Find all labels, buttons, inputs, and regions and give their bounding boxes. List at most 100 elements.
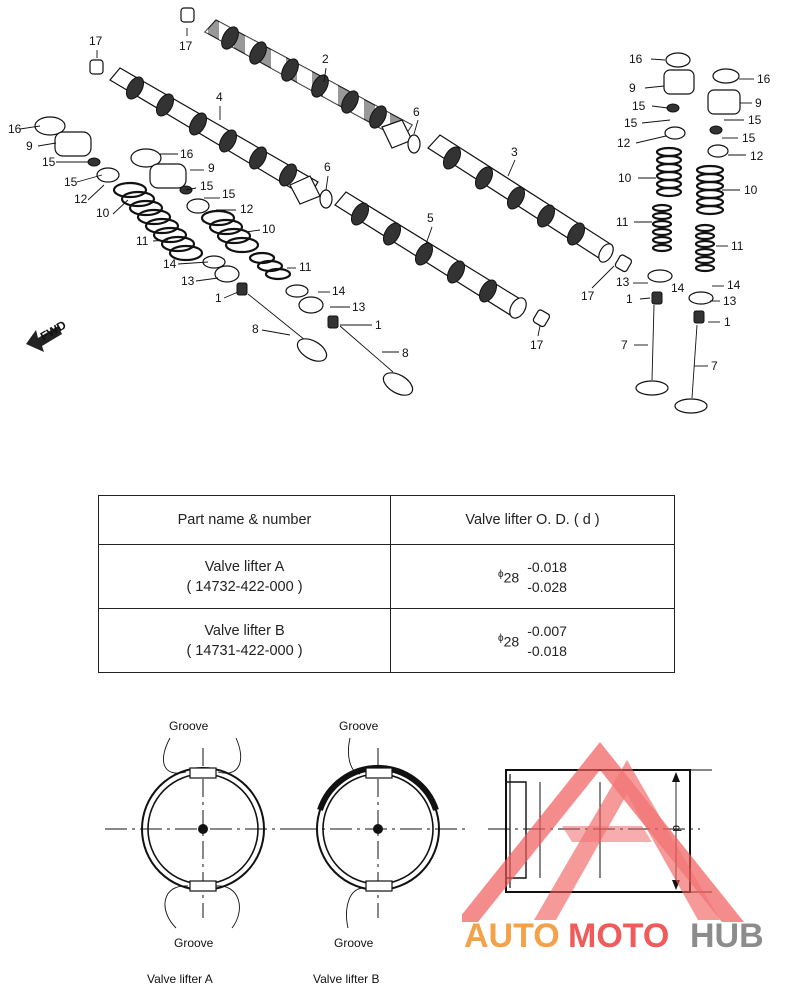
groove-label: Groove: [339, 719, 379, 733]
label-6: 6: [413, 105, 420, 119]
label-6: 6: [324, 160, 331, 174]
label-15: 15: [64, 175, 78, 189]
part-cell: Valve lifter B ( 14731-422-000 ): [98, 608, 391, 673]
dimension-d-label: d: [670, 825, 684, 832]
part-number: ( 14732-422-000 ): [186, 578, 303, 595]
label-3: 3: [511, 145, 518, 159]
part-cell: Valve lifter A ( 14732-422-000 ): [98, 544, 391, 609]
label-15: 15: [200, 179, 214, 193]
od-cell: ϕ28 -0.018 -0.028: [390, 544, 675, 609]
label-12: 12: [617, 136, 631, 150]
label-14: 14: [727, 278, 741, 292]
label-16: 16: [8, 122, 22, 136]
label-16: 16: [757, 72, 771, 86]
od-tolerance: -0.007 -0.018: [527, 621, 567, 661]
od-tolerance: -0.018 -0.028: [527, 557, 567, 597]
label-17: 17: [179, 39, 193, 53]
label-1: 1: [375, 318, 382, 332]
label-17: 17: [581, 289, 595, 303]
tolerance-lower: -0.018: [527, 642, 567, 659]
label-12: 12: [74, 192, 88, 206]
part-name: Valve lifter B: [204, 622, 285, 639]
label-15: 15: [624, 116, 638, 130]
label-16: 16: [180, 147, 194, 161]
label-15: 15: [632, 99, 646, 113]
label-17: 17: [89, 34, 103, 48]
label-11: 11: [616, 215, 629, 229]
label-11: 11: [136, 234, 149, 248]
groove-label: Groove: [334, 936, 374, 950]
od-cell: ϕ28 -0.007 -0.018: [390, 608, 675, 673]
label-16: 16: [629, 52, 643, 66]
camshaft-5: [334, 191, 527, 319]
watermark-logo: AUTO MOTO HUB: [462, 742, 764, 955]
label-2: 2: [322, 52, 329, 66]
table-row: Valve lifter B ( 14731-422-000 ) ϕ28 -0.…: [98, 608, 675, 673]
label-7: 7: [711, 359, 718, 373]
tolerance-lower: -0.028: [527, 578, 567, 595]
valve-train-left-lower: [130, 148, 414, 396]
label-10: 10: [618, 171, 632, 185]
label-1: 1: [215, 291, 222, 305]
camshaft-4: [109, 67, 321, 205]
label-9: 9: [755, 96, 762, 110]
header-lifter-od: Valve lifter O. D. ( d ): [390, 495, 675, 545]
fwd-arrow: FWD: [26, 318, 69, 352]
label-13: 13: [352, 300, 366, 314]
part-name: Valve lifter A: [204, 558, 285, 575]
label-14: 14: [671, 281, 685, 295]
label-13: 13: [616, 275, 630, 289]
part-number: ( 14731-422-000 ): [186, 642, 303, 659]
watermark-text-auto: AUTO: [464, 917, 560, 955]
table-row: Valve lifter A ( 14732-422-000 ) ϕ28 -0.…: [98, 544, 675, 609]
groove-label: Groove: [174, 936, 214, 950]
label-15: 15: [742, 131, 756, 145]
label-13: 13: [181, 274, 195, 288]
label-11: 11: [299, 260, 312, 274]
valve-train-right-a: [635, 52, 695, 396]
od-diameter: ϕ28: [498, 565, 519, 588]
label-13: 13: [723, 294, 737, 308]
tolerance-upper: -0.007: [527, 622, 567, 639]
od-diameter: ϕ28: [498, 629, 519, 652]
header-part-name: Part name & number: [98, 495, 391, 545]
label-15: 15: [222, 187, 236, 201]
table-header-row: Part name & number Valve lifter O. D. ( …: [98, 495, 675, 545]
label-9: 9: [629, 81, 636, 95]
lifter-b-detail: Groove Groove Valve lifter B: [295, 719, 466, 986]
camshaft-2: [204, 19, 413, 149]
tolerance-upper: -0.018: [527, 558, 567, 575]
diameter-symbol: ϕ: [498, 633, 504, 645]
label-9: 9: [208, 161, 215, 175]
lifter-b-caption: Valve lifter B: [313, 972, 379, 986]
label-5: 5: [427, 211, 434, 225]
spec-table: Part name & number Valve lifter O. D. ( …: [98, 495, 675, 673]
label-8: 8: [252, 322, 259, 336]
valve-train-left-upper: [34, 116, 328, 362]
label-12: 12: [240, 202, 254, 216]
label-10: 10: [744, 183, 758, 197]
label-9: 9: [26, 139, 33, 153]
label-1: 1: [626, 292, 633, 306]
label-4: 4: [216, 90, 223, 104]
leader-lines: [19, 28, 754, 367]
groove-label: Groove: [169, 719, 209, 733]
watermark-text-moto: MOTO: [568, 917, 669, 955]
label-1: 1: [724, 315, 731, 329]
label-7: 7: [621, 338, 628, 352]
fwd-label: FWD: [38, 318, 69, 344]
valve-train-right-b: [674, 68, 741, 414]
label-11: 11: [731, 239, 744, 253]
label-10: 10: [262, 222, 276, 236]
label-8: 8: [402, 346, 409, 360]
label-15: 15: [748, 113, 762, 127]
label-17: 17: [530, 338, 544, 352]
label-14: 14: [163, 257, 177, 271]
lifter-a-detail: Groove Groove Valve lifter A: [105, 719, 296, 986]
label-15: 15: [42, 155, 56, 169]
callout-labels: 17 17 2 4 6 3 6 5 17 17 16 9 15 15 12 10…: [8, 34, 771, 373]
od-nominal: 28: [503, 633, 520, 650]
od-nominal: 28: [503, 569, 520, 586]
label-10: 10: [96, 206, 110, 220]
watermark-text-hub: HUB: [690, 917, 764, 955]
